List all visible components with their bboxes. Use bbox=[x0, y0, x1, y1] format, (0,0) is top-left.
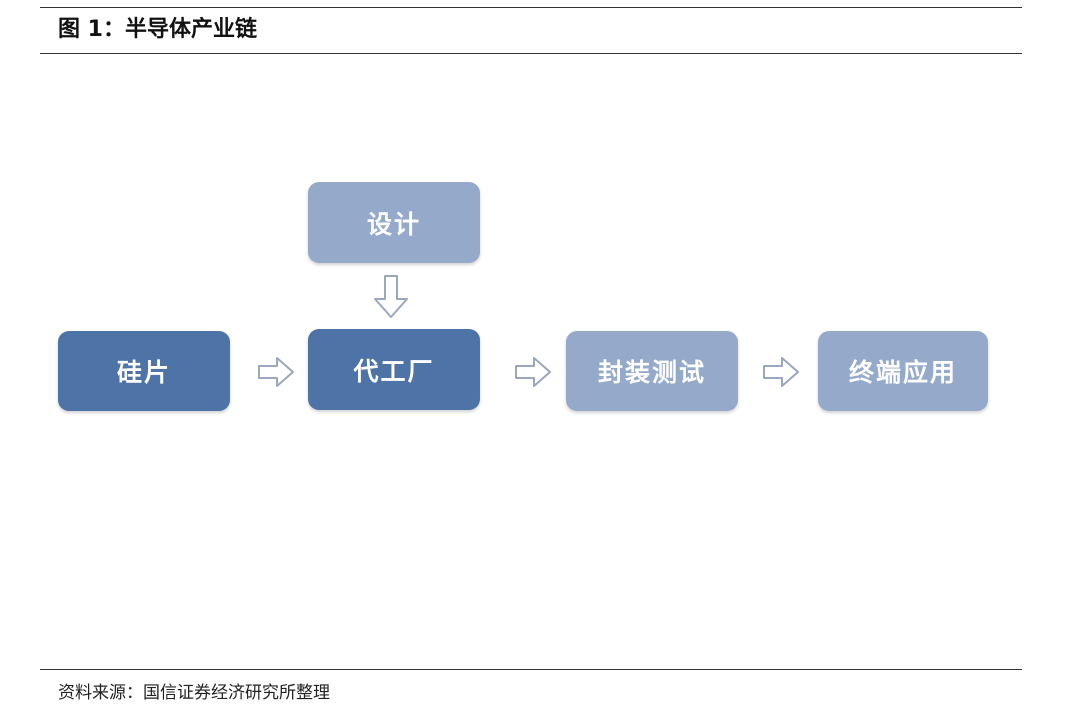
figure-title: 图 1：半导体产业链 bbox=[58, 17, 257, 42]
top-rule bbox=[40, 7, 1022, 8]
title-rule bbox=[40, 53, 1022, 54]
node-packaging: 封装测试 bbox=[566, 331, 738, 411]
node-foundry: 代工厂 bbox=[308, 329, 480, 410]
hollow-arrow-right-icon bbox=[258, 357, 294, 387]
node-silicon: 硅片 bbox=[58, 331, 230, 411]
hollow-arrow-right-icon bbox=[763, 357, 799, 387]
node-terminal: 终端应用 bbox=[818, 331, 988, 411]
node-design: 设计 bbox=[308, 182, 480, 263]
hollow-arrow-right-icon bbox=[515, 357, 551, 387]
bottom-rule bbox=[40, 669, 1022, 670]
node-packaging-label: 封装测试 bbox=[597, 358, 706, 387]
node-design-label: 设计 bbox=[366, 209, 421, 239]
source-note: 资料来源：国信证券经济研究所整理 bbox=[58, 683, 330, 703]
node-silicon-label: 硅片 bbox=[116, 358, 171, 387]
hollow-arrow-down-icon bbox=[374, 275, 408, 318]
node-terminal-label: 终端应用 bbox=[848, 358, 957, 387]
node-foundry-label: 代工厂 bbox=[353, 356, 435, 386]
